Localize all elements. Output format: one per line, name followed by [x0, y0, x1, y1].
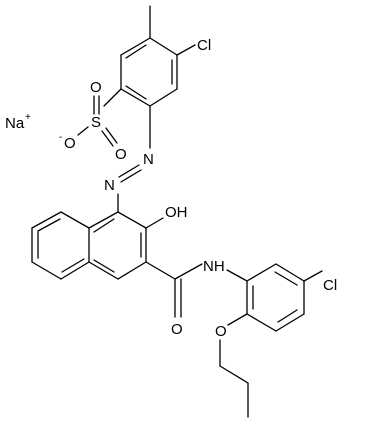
naphthalene-right-ring	[88, 193, 147, 280]
oxygen-right-label: O	[115, 146, 127, 163]
amide-nh-label: NH	[203, 258, 225, 275]
chloro-right-label: Cl	[323, 277, 337, 294]
azo-n2-label: N	[104, 177, 115, 194]
amide-group: O NH	[145, 258, 248, 338]
azo-linkage: N N	[104, 105, 154, 194]
oxygen-top-label: O	[90, 79, 102, 96]
sodium-label: Na	[5, 115, 25, 132]
hydroxyl-bond	[145, 217, 164, 229]
azo-n1-label: N	[143, 151, 154, 168]
chloro-top-bond	[176, 44, 196, 56]
sulfur-label: S	[91, 114, 101, 131]
lower-benzene-ring	[246, 263, 305, 332]
oxygen-anion-label: O	[64, 135, 76, 152]
ethoxy-group: O	[215, 313, 249, 418]
sulfonate-group: S O O O -	[59, 79, 127, 163]
sodium-charge: +	[25, 112, 31, 123]
chloro-top-label: Cl	[197, 37, 211, 54]
hydroxyl-label: OH	[165, 204, 188, 221]
ether-o-label: O	[215, 323, 227, 340]
top-benzene-ring	[120, 37, 178, 107]
carbonyl-o-label: O	[171, 321, 183, 338]
chloro-right-bond	[303, 270, 323, 282]
anion-charge: -	[59, 132, 62, 143]
naphthalene-left-ring	[31, 211, 90, 280]
